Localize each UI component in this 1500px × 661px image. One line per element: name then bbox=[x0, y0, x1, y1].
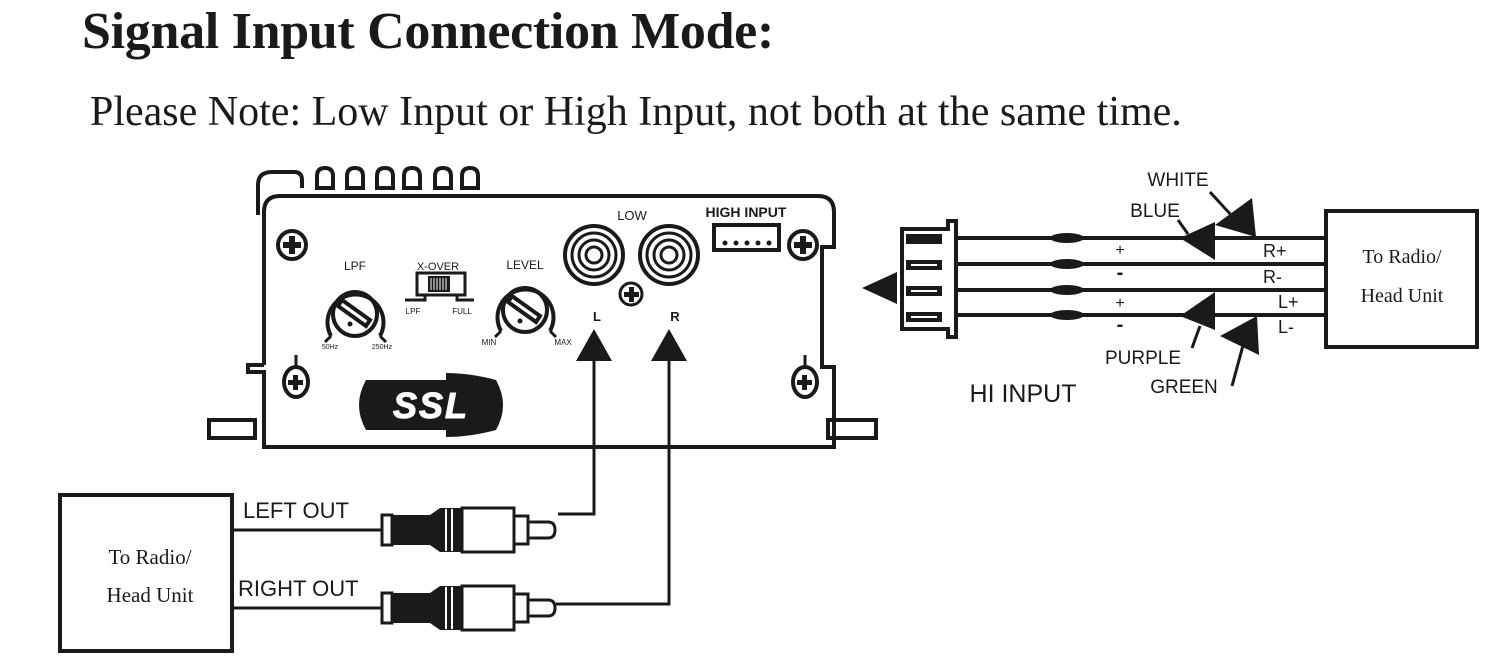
lpf-min-label: 50Hz bbox=[322, 344, 339, 351]
terminal-label-r-minus: R- bbox=[1263, 267, 1282, 287]
heatsink-fins bbox=[315, 165, 480, 190]
usage-note: Please Note: Low Input or High Input, no… bbox=[90, 89, 1182, 135]
terminal-label-l-minus: L- bbox=[1278, 317, 1294, 337]
wire-blue bbox=[956, 259, 1326, 269]
level-label: LEVEL bbox=[506, 258, 544, 272]
hi-input-label: HI INPUT bbox=[970, 380, 1077, 408]
low-input-l-label: L bbox=[593, 309, 601, 324]
arrow-up-icon bbox=[576, 329, 612, 361]
terminal-label-l-plus: L+ bbox=[1278, 292, 1299, 312]
mounting-tab-right bbox=[826, 418, 878, 440]
pointer-green bbox=[1220, 316, 1259, 387]
screw-icon bbox=[787, 229, 819, 261]
level-max-label: MAX bbox=[554, 338, 572, 347]
screw-icon bbox=[618, 281, 644, 307]
wire-color-blue: BLUE bbox=[1130, 201, 1180, 222]
mounting-tab-left bbox=[207, 418, 257, 440]
arrow-up-icon bbox=[651, 329, 687, 361]
rca-jack-left[interactable] bbox=[563, 224, 625, 286]
left-signal-wire bbox=[558, 360, 596, 516]
hi-input-harness: + - + - R+ R- L+ L- WHITE BLUE PURPLE GR… bbox=[862, 170, 1479, 408]
polarity-plus: + bbox=[1115, 242, 1124, 259]
page-title: Signal Input Connection Mode: bbox=[82, 3, 774, 60]
rca-plug-right bbox=[380, 584, 557, 632]
pointer-blue bbox=[1176, 219, 1215, 260]
head-unit-label-line2: Head Unit bbox=[1361, 285, 1444, 307]
xover-label: X-OVER bbox=[417, 261, 459, 273]
high-input-label: HIGH INPUT bbox=[706, 204, 787, 220]
right-out-label: RIGHT OUT bbox=[238, 576, 359, 601]
wire-color-white: WHITE bbox=[1147, 170, 1208, 191]
left-out-label: LEFT OUT bbox=[243, 498, 349, 523]
pointer-white bbox=[1208, 190, 1256, 237]
heatsink-bracket bbox=[256, 170, 304, 215]
rca-plug-left bbox=[380, 506, 557, 554]
polarity-minus: - bbox=[1117, 314, 1124, 336]
lpf-label: LPF bbox=[344, 259, 366, 273]
xover-full-label: FULL bbox=[452, 307, 472, 316]
head-unit-box-low bbox=[58, 493, 234, 653]
right-signal-wire bbox=[556, 360, 671, 606]
screw-icon bbox=[791, 365, 819, 399]
head-unit-label-line2: Head Unit bbox=[107, 583, 194, 607]
ssl-logo-text: SSL bbox=[393, 385, 469, 426]
head-unit-box-high bbox=[1324, 209, 1479, 349]
terminal-label-r-plus: R+ bbox=[1263, 241, 1287, 261]
wire-purple bbox=[956, 285, 1326, 295]
amplifier-unit: LPF 50Hz 250Hz X-OVER LPF FULL LEVEL MIN… bbox=[207, 165, 878, 449]
ssl-logo: SSL bbox=[359, 373, 503, 437]
low-input-r-label: R bbox=[670, 309, 680, 324]
polarity-plus: + bbox=[1115, 295, 1124, 312]
xover-switch[interactable] bbox=[405, 271, 474, 302]
low-input-wiring: To Radio/ Head Unit LEFT OUT RIGHT OUT bbox=[58, 329, 687, 653]
head-unit-label-line1: To Radio/ bbox=[1362, 246, 1442, 268]
screw-icon bbox=[276, 229, 308, 261]
harness-connector bbox=[900, 219, 958, 339]
xover-lpf-label: LPF bbox=[406, 307, 421, 316]
rca-jack-right[interactable] bbox=[638, 224, 700, 286]
screw-icon bbox=[282, 365, 310, 399]
low-input-label: LOW bbox=[617, 208, 647, 223]
lpf-knob[interactable] bbox=[323, 290, 388, 344]
arrow-left-icon bbox=[862, 272, 897, 304]
pointer-purple bbox=[1180, 292, 1215, 349]
wire-color-purple: PURPLE bbox=[1105, 348, 1181, 369]
wire-green bbox=[956, 310, 1326, 320]
polarity-minus: - bbox=[1117, 262, 1124, 284]
wire-white bbox=[956, 233, 1326, 243]
head-unit-label-line1: To Radio/ bbox=[108, 545, 191, 569]
lpf-max-label: 250Hz bbox=[372, 344, 393, 351]
level-min-label: MIN bbox=[482, 338, 497, 347]
level-knob[interactable] bbox=[493, 286, 558, 339]
high-input-port[interactable] bbox=[712, 223, 781, 252]
wire-color-green: GREEN bbox=[1150, 377, 1218, 398]
